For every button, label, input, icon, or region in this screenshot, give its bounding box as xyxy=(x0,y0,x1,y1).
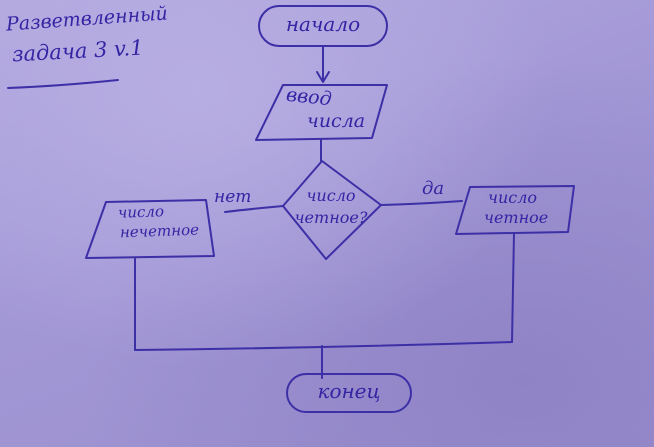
no-branch-label: нет xyxy=(214,187,252,207)
even-parallelogram xyxy=(455,185,575,235)
title-underline xyxy=(7,79,119,89)
yes-branch-line xyxy=(380,200,463,206)
odd-label-line-1: число xyxy=(117,202,165,222)
decision-label-line-1: число xyxy=(306,186,356,205)
arrow-head-input xyxy=(316,71,330,83)
merge-line xyxy=(134,341,513,351)
input-parallelogram xyxy=(255,84,388,141)
end-terminator xyxy=(286,373,412,413)
no-branch-line xyxy=(224,205,284,213)
even-label-line-1: число xyxy=(488,188,538,207)
decision-label-line-2: четное? xyxy=(294,208,368,227)
input-label-line-2: числа xyxy=(307,110,366,132)
yes-branch-label: да xyxy=(422,178,445,199)
odd-parallelogram xyxy=(85,199,215,259)
even-down-line xyxy=(511,232,515,343)
end-label: конец xyxy=(317,379,381,403)
start-label: начало xyxy=(285,12,361,36)
odd-label-line-2: нечетное xyxy=(119,220,200,242)
decision-diamond xyxy=(282,160,382,260)
even-label-line-2: четное xyxy=(484,208,549,227)
